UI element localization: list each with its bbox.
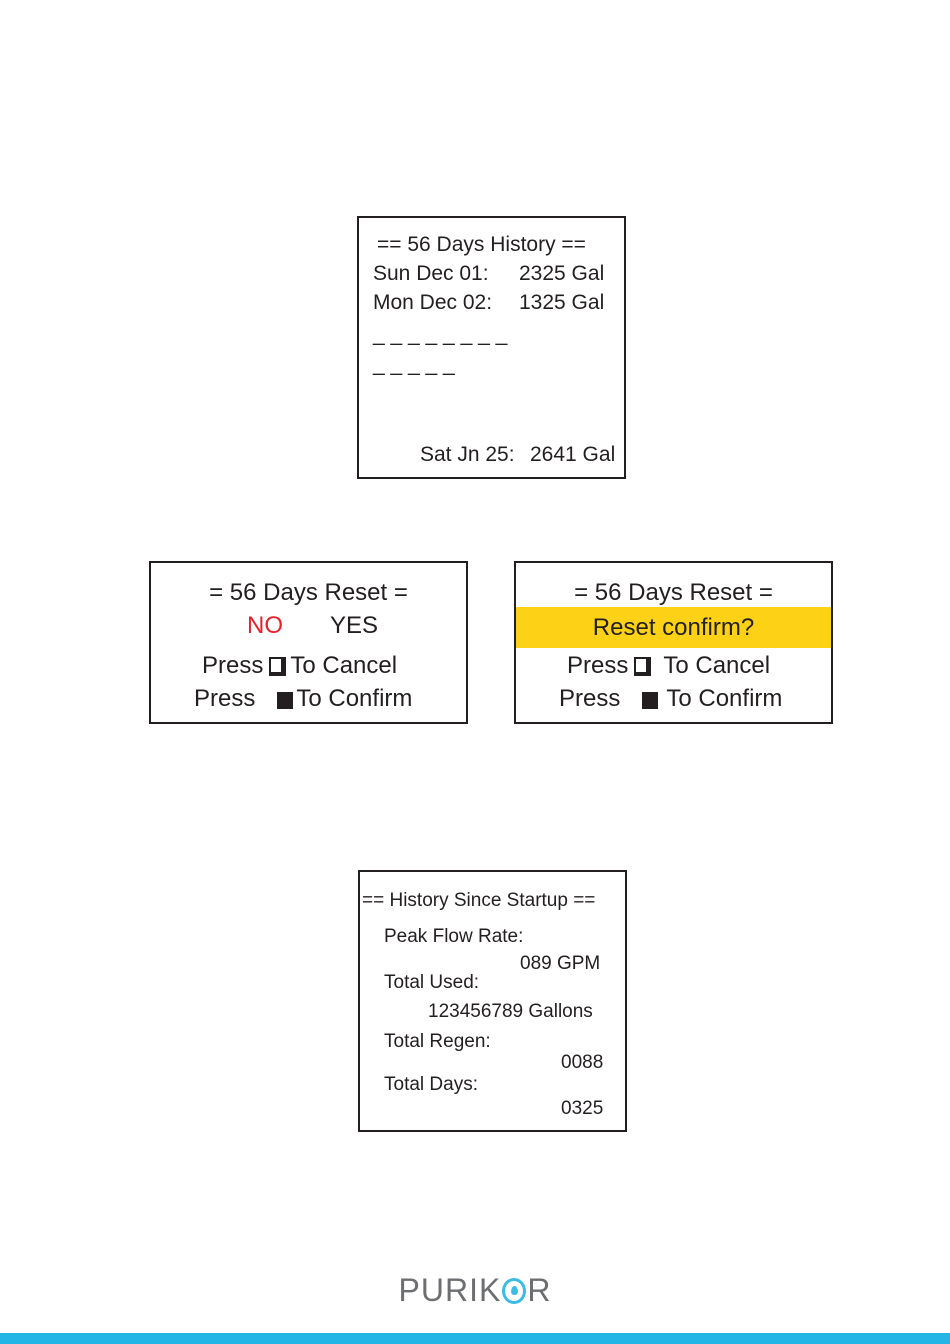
history-last-date: Sat Jn 25: xyxy=(420,443,515,466)
reset-confirm-highlight[interactable]: Reset confirm? xyxy=(516,607,831,648)
total-days-value: 0325 xyxy=(561,1098,604,1119)
reset-confirm-cancel-press: Press xyxy=(567,652,629,679)
reset-confirm-label: To Confirm xyxy=(296,685,413,712)
history-row-1-date: Sun Dec 01: xyxy=(373,262,489,285)
logo-text-start: PURIK xyxy=(398,1272,502,1308)
reset-option-no[interactable]: NO xyxy=(247,612,283,639)
reset-confirm-cancel-line: Press To Cancel xyxy=(567,654,770,678)
startup-title: == History Since Startup == xyxy=(362,890,596,911)
reset-confirm-confirm-line: Press To Confirm xyxy=(559,687,782,711)
total-days-label: Total Days: xyxy=(384,1074,478,1095)
reset-option-yes[interactable]: YES xyxy=(330,612,379,639)
reset-confirm-confirm-label: To Confirm xyxy=(666,685,783,712)
purikor-logo: PURIK R xyxy=(0,1272,950,1309)
reset-confirm-prompt: Reset confirm? xyxy=(592,613,755,641)
confirm-key-icon xyxy=(277,692,294,709)
cancel-key-icon xyxy=(269,657,287,676)
reset-cancel-line: Press To Cancel xyxy=(202,654,397,678)
reset-cancel-press: Press xyxy=(202,652,264,679)
reset-confirm-press: Press xyxy=(194,685,256,712)
peak-flow-label: Peak Flow Rate: xyxy=(384,926,524,947)
history-row-2-date: Mon Dec 02: xyxy=(373,291,493,314)
reset-confirm-title: = 56 Days Reset = xyxy=(574,579,773,606)
reset-confirm-line: Press To Confirm xyxy=(194,687,412,711)
history-dash-line-2: _ _ _ _ _ xyxy=(373,353,455,376)
total-used-value: 123456789 Gallons xyxy=(428,1001,593,1022)
history-title: == 56 Days History == xyxy=(377,233,586,256)
history-row-1-value: 2325 Gal xyxy=(519,262,605,285)
history-last-value: 2641 Gal xyxy=(530,443,616,466)
total-regen-label: Total Regen: xyxy=(384,1031,491,1052)
total-regen-value: 0088 xyxy=(561,1052,604,1073)
peak-flow-value: 089 GPM xyxy=(520,953,601,974)
reset-cancel-label: To Cancel xyxy=(290,652,398,679)
reset-confirm-confirm-press: Press xyxy=(559,685,621,712)
history-row-2-value: 1325 Gal xyxy=(519,291,605,314)
history-dash-line-1: _ _ _ _ _ _ _ _ xyxy=(373,323,508,346)
total-used-label: Total Used: xyxy=(384,972,480,993)
history-panel: == 56 Days History == Sun Dec 01: 2325 G… xyxy=(357,216,626,479)
reset-confirm-cancel-label: To Cancel xyxy=(663,652,771,679)
confirm-key-icon xyxy=(642,692,659,709)
logo-text-end: R xyxy=(527,1272,552,1308)
startup-history-panel: == History Since Startup == Peak Flow Ra… xyxy=(358,870,627,1132)
reset-title: = 56 Days Reset = xyxy=(209,579,408,606)
footer-accent-bar xyxy=(0,1333,950,1344)
water-drop-icon xyxy=(502,1278,527,1304)
cancel-key-icon xyxy=(634,657,652,676)
